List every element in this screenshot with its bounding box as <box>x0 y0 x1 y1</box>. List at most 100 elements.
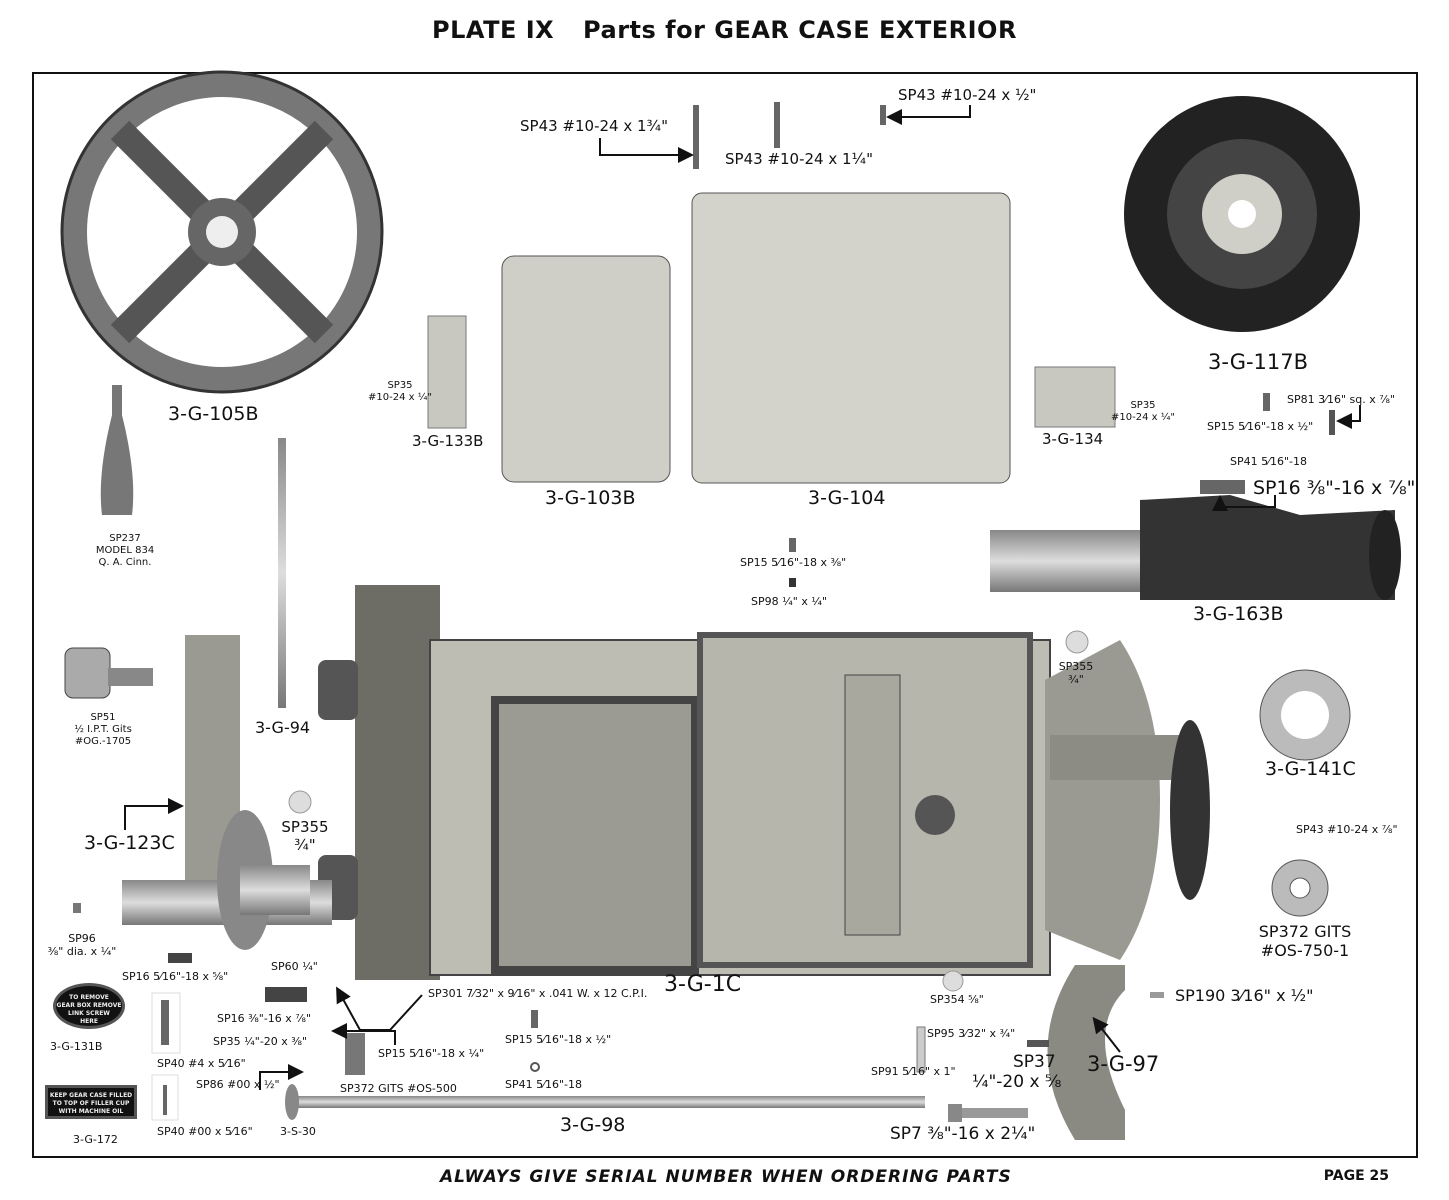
label-sp43-b: SP43 #10-24 x 1¼" <box>725 150 873 168</box>
label-sp95: SP95 3⁄32" x ¾" <box>927 1027 1016 1040</box>
label-3-g-98: 3-G-98 <box>560 1114 626 1136</box>
key-sp81 <box>1329 410 1335 435</box>
label-sp16-c: SP16 ⅜"-16 x ⅞" <box>217 1012 312 1025</box>
footer-notice: ALWAYS GIVE SERIAL NUMBER WHEN ORDERING … <box>440 1167 1012 1187</box>
label-sp37-size: ¼"-20 x ⅝ <box>972 1072 1062 1092</box>
cover-3-g-104 <box>691 192 1011 484</box>
label-sp16-a: SP16 ⅜"-16 x ⅞" <box>1253 477 1416 499</box>
plate-heading: Parts for GEAR CASE EXTERIOR <box>583 16 1017 44</box>
label-sp51-size: ½ I.P.T. Gits <box>74 724 132 735</box>
label-sp98: SP98 ¼" x ¼" <box>751 595 828 608</box>
label-3-g-94: 3-G-94 <box>255 718 311 737</box>
bracket-3-g-123c <box>122 635 332 950</box>
label-sp15-a: SP15 5⁄16"-18 x ½" <box>1207 420 1314 433</box>
label-sp35-a-size: #10-24 x ¼" <box>367 392 433 403</box>
label-sp51-part: SP51 <box>90 712 116 723</box>
label-sp96-part: SP96 <box>68 932 96 945</box>
ball-sp354 <box>942 970 964 992</box>
label-3-g-123c: 3-G-123C <box>84 832 175 854</box>
label-sp81: SP81 3⁄16" sq. x ⅞" <box>1287 393 1395 406</box>
label-sp372-a-part: SP372 GITS <box>1258 922 1352 941</box>
shaft-3-g-98 <box>290 1096 925 1108</box>
label-sp37: SP37 <box>1013 1052 1056 1072</box>
page-number: PAGE 25 <box>1323 1168 1389 1184</box>
label-sp43-c: SP43 #10-24 x ½" <box>898 86 1037 104</box>
label-sp16-b: SP16 5⁄16"-18 x ⅝" <box>122 970 229 983</box>
label-3-g-141c: 3-G-141C <box>1265 758 1356 780</box>
label-sp43-d: SP43 #10-24 x ⅞" <box>1296 823 1398 836</box>
label-3-g-133b: 3-G-133B <box>412 432 484 450</box>
label-sp15-b: SP15 5⁄16"-18 x ⅜" <box>740 556 847 569</box>
setscrew-sp15-a <box>1263 393 1270 411</box>
handle-sp237 <box>100 385 134 515</box>
label-3-g-172: 3-G-172 <box>73 1133 118 1146</box>
label-sp372-b: SP372 GITS #OS-500 <box>340 1082 457 1095</box>
setscrew-sp15-b <box>789 538 796 552</box>
oil-cup-sp51 <box>64 647 111 699</box>
ball-sp355-a <box>288 790 312 814</box>
plate-text-line: KEEP GEAR CASE FILLED <box>49 1092 133 1099</box>
label-sp301: SP301 7⁄32" x 9⁄16" x .041 W. x 12 C.P.I… <box>428 987 648 1000</box>
bolt-sp7 <box>958 1108 1028 1118</box>
label-sp40-a: SP40 #4 x 5⁄16" <box>157 1057 246 1070</box>
bushing-sp372-b <box>345 1033 365 1075</box>
nameplate-3-g-131b: TO REMOVE GEAR BOX REMOVE LINK SCREW HER… <box>53 983 125 1029</box>
label-sp41-a: SP41 5⁄16"-18 <box>1230 455 1307 468</box>
label-3-s-30: 3-S-30 <box>280 1125 316 1138</box>
label-sp372-a: SP372 GITS #OS-750-1 <box>1259 922 1351 960</box>
label-sp355-a-size: ¾" <box>294 836 316 854</box>
plate-3-g-133b <box>427 315 467 429</box>
label-sp355-b-part: SP355 <box>1058 660 1094 673</box>
label-3-g-103b: 3-G-103B <box>545 487 636 509</box>
label-3-g-163b: 3-G-163B <box>1193 603 1284 625</box>
cover-3-g-103b <box>501 255 671 483</box>
label-sp35-a: SP35 #10-24 x ¼" <box>368 380 432 404</box>
label-sp237: SP237 MODEL 834 Q. A. Cinn. <box>96 533 154 569</box>
washer-sp41-b <box>530 1062 540 1072</box>
screw-sp43-c <box>880 105 886 125</box>
bracket-3-g-163b <box>990 495 1401 600</box>
label-sp237-model: MODEL 834 <box>95 545 155 556</box>
label-3-g-104: 3-G-104 <box>808 487 886 509</box>
label-sp355-a-part: SP355 <box>281 818 329 836</box>
plate-text-line: HERE <box>80 1018 98 1026</box>
plate-text-line: TO TOP OF FILLER CUP <box>52 1100 130 1108</box>
label-sp372-a-number: #OS-750-1 <box>1260 941 1350 961</box>
label-sp43-a: SP43 #10-24 x 1¾" <box>520 117 668 135</box>
label-3-g-117b: 3-G-117B <box>1208 350 1309 374</box>
label-sp35-b: SP35 #10-24 x ¼" <box>1111 400 1175 424</box>
label-sp355-b: SP355 ¾" <box>1059 660 1094 686</box>
diagram-frame <box>32 72 1418 1158</box>
label-sp86: SP86 #00 x ½" <box>196 1078 280 1091</box>
label-sp35-b-size: #10-24 x ¼" <box>1110 412 1176 423</box>
label-3-g-105b: 3-G-105B <box>168 403 259 425</box>
label-3-g-97: 3-G-97 <box>1087 1052 1160 1076</box>
label-sp190: SP190 3⁄16" x ½" <box>1175 986 1314 1005</box>
label-sp91: SP91 5⁄16" x 1" <box>871 1065 956 1078</box>
label-sp35-b-part: SP35 <box>1130 400 1156 411</box>
ball-sp355-b <box>1065 630 1089 654</box>
key-sp190 <box>1150 992 1164 998</box>
plate-text-line: TO REMOVE <box>69 994 109 1001</box>
nameplate-3-g-172: KEEP GEAR CASE FILLED TO TOP OF FILLER C… <box>45 1085 137 1119</box>
screw-sp16-c <box>265 987 307 1002</box>
label-sp237-maker: Q. A. Cinn. <box>98 557 152 568</box>
label-sp35-a-part: SP35 <box>387 380 413 391</box>
setscrew-sp15-d <box>531 1010 538 1028</box>
pin-sp91 <box>916 1026 926 1073</box>
label-sp15-d: SP15 5⁄16"-18 x ½" <box>505 1033 612 1046</box>
plate-text-line: GEAR BOX REMOVE <box>56 1002 122 1010</box>
plate-text-line: LINK SCREW <box>68 1010 110 1018</box>
label-sp96: SP96 ⅜" dia. x ¼" <box>48 932 117 958</box>
plate-text-line: WITH MACHINE OIL <box>58 1108 124 1116</box>
pulley-3-g-117b <box>1124 96 1360 332</box>
label-sp354: SP354 ⅝" <box>930 993 984 1006</box>
label-sp41-b: SP41 5⁄16"-18 <box>505 1078 582 1091</box>
label-sp40-b: SP40 #00 x 5⁄16" <box>157 1125 253 1138</box>
handwheel-3-g-105b <box>60 70 384 394</box>
screw-sp16-a <box>1200 480 1245 494</box>
plate-3-g-134 <box>1034 366 1116 428</box>
gear-case-3-g-1c <box>318 585 1210 980</box>
screw-sp16-b <box>168 953 192 963</box>
label-sp355-a: SP355 ¾" <box>281 818 328 854</box>
